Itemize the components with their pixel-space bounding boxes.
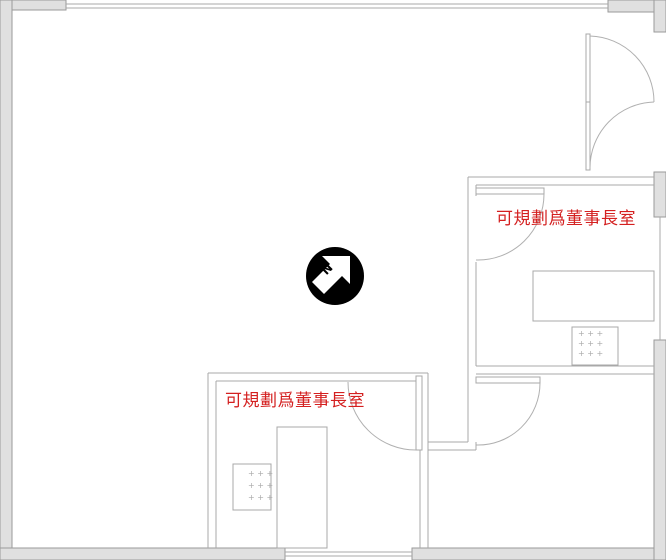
chair-icon — [232, 463, 272, 511]
svg-text:+ + +: + + + — [248, 493, 273, 502]
svg-text:+ + +: + + + — [248, 481, 273, 490]
room-bottom-walls — [207, 372, 429, 549]
chair-studs: + + + + + + + + + + + + + + + + + + — [248, 329, 603, 502]
north-arrow-icon — [306, 247, 364, 305]
chair-icon — [571, 326, 619, 366]
svg-text:+ + +: + + + — [578, 339, 603, 348]
svg-text:+ + +: + + + — [248, 469, 273, 478]
room-label-bottom: 可規劃爲董事長室 — [225, 391, 365, 411]
room-label-right: 可規劃爲董事長室 — [496, 209, 636, 229]
svg-text:+ + +: + + + — [578, 349, 603, 358]
room-right-walls — [467, 176, 655, 446]
svg-text:+ + +: + + + — [578, 329, 603, 338]
entrance-doors — [585, 33, 655, 171]
corridor-walls — [428, 441, 477, 451]
